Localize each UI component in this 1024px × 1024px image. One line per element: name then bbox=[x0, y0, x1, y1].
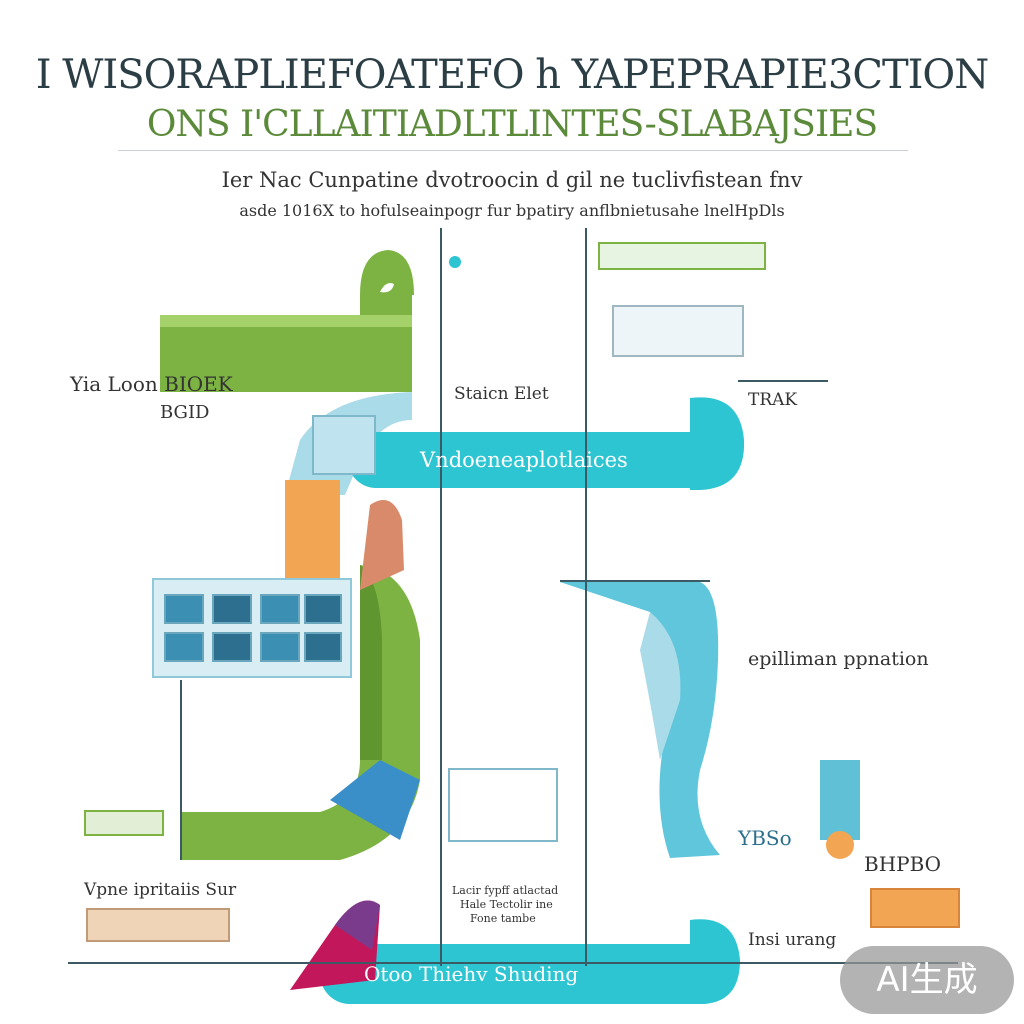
center-note-3: Fone tambe bbox=[470, 912, 536, 925]
window-cell bbox=[304, 632, 342, 662]
green-cap-top bbox=[360, 250, 414, 295]
car-icon bbox=[826, 831, 854, 859]
blue-ribbon-segment bbox=[330, 760, 420, 840]
vpne-panel bbox=[86, 908, 230, 942]
main-title-line-2: ONS I'CLLAITIADLTLINTES-SLABAJSIES bbox=[146, 104, 878, 145]
window-cell bbox=[260, 594, 300, 624]
center-note-1: Lacir fypff atlactad bbox=[452, 884, 559, 897]
divider-horizontal-bottom bbox=[68, 962, 958, 964]
ticket-panel bbox=[312, 415, 376, 475]
label-insi: Insi urang bbox=[748, 930, 837, 950]
window-cell bbox=[164, 632, 204, 662]
label-left-block-1: Yia Loon BIOEK bbox=[70, 372, 233, 396]
teal-band-top-label: Vndoeneaplotlaices bbox=[420, 448, 628, 472]
window-cell bbox=[304, 594, 342, 624]
station-panel bbox=[612, 305, 744, 357]
leaf-icon bbox=[380, 283, 394, 293]
bus-stop-icon bbox=[449, 256, 461, 268]
dark-green-shade bbox=[360, 565, 382, 760]
green-stripe bbox=[160, 315, 412, 327]
label-bhp: BHPBO bbox=[864, 852, 942, 876]
label-left-block-2: BGID bbox=[160, 402, 210, 423]
label-epilliman: epilliman ppnation bbox=[748, 648, 929, 670]
label-ybso: YBSo bbox=[738, 826, 792, 850]
divider-horizontal-top bbox=[738, 380, 828, 382]
green-sign-panel bbox=[84, 810, 164, 836]
teal-band-bottom-label: Otoo Thiehv Shuding bbox=[364, 962, 579, 986]
divider-vertical-3 bbox=[180, 680, 182, 860]
divider-vertical-2 bbox=[585, 228, 587, 966]
orange-column bbox=[285, 480, 340, 590]
center-note-2: Hale Tectolir ine bbox=[460, 898, 553, 911]
divider-vertical-1 bbox=[440, 228, 442, 966]
window-cell bbox=[212, 632, 252, 662]
cape-figure-shadow bbox=[335, 900, 380, 950]
window-cell bbox=[164, 594, 204, 624]
teal-ribbon-right-light bbox=[640, 612, 681, 760]
window-cell bbox=[212, 594, 252, 624]
building-panel-left bbox=[152, 578, 352, 678]
building-icon bbox=[820, 760, 860, 840]
building-panel-top bbox=[598, 242, 766, 270]
teal-band-top bbox=[348, 432, 728, 488]
title-divider bbox=[118, 150, 908, 151]
label-station: Staicn Elet bbox=[454, 384, 549, 404]
teal-band-bottom bbox=[320, 944, 732, 1004]
ai-generated-badge: AI生成 bbox=[840, 946, 1014, 1014]
divider-horizontal-mid bbox=[560, 580, 710, 582]
teal-band-bottom-curl bbox=[690, 919, 740, 1004]
window-cell bbox=[260, 632, 300, 662]
figure-shape bbox=[360, 500, 404, 590]
orange-building-panel bbox=[870, 888, 960, 928]
teal-band-top-curl bbox=[690, 397, 745, 490]
main-title-line-1: I WISORAPLIEFOATEFO h YAPEPRAPIE3CTION bbox=[35, 52, 989, 98]
label-vpne: Vpne ipritaiis Sur bbox=[84, 880, 237, 900]
subtitle-line-1: Ier Nac Cunpatine dvotroocin d gil ne tu… bbox=[221, 168, 803, 192]
teal-ribbon-right bbox=[560, 582, 720, 858]
subtitle-line-2: asde 1016X to hofulseainpogr fur bpatiry… bbox=[239, 201, 785, 220]
label-trak: TRAK bbox=[748, 390, 798, 410]
bus-panel bbox=[448, 768, 558, 842]
